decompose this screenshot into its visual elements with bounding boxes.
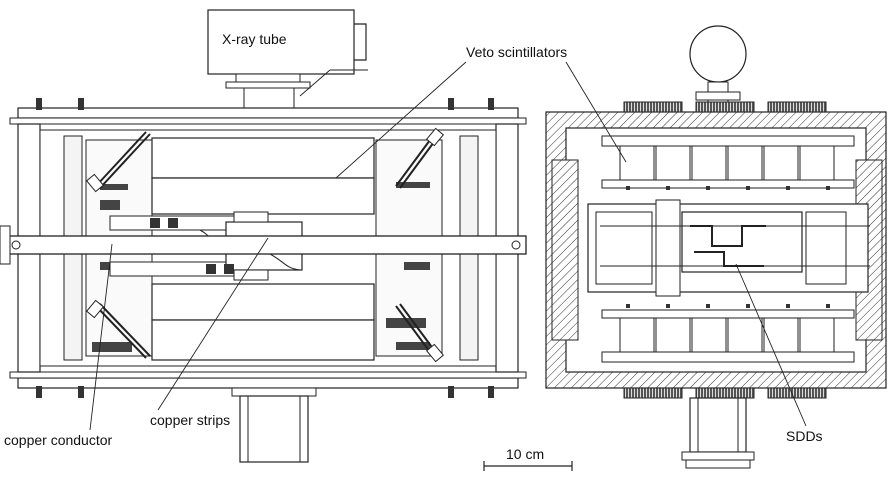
sdds-label: SDDs [786,428,823,444]
side-view [0,9,527,463]
copper-strips-label: copper strips [150,412,231,428]
veto-scintillators-label: Veto scintillators [466,44,568,60]
xray-tube-label: X-ray tube [222,31,287,47]
leader-lines [89,61,807,431]
front-view [545,25,887,469]
xray-tube [207,9,367,109]
copper-conductor-label: copper conductor [4,432,113,448]
scale-bar-label: 10 cm [506,446,545,462]
scale-bar [483,461,573,471]
